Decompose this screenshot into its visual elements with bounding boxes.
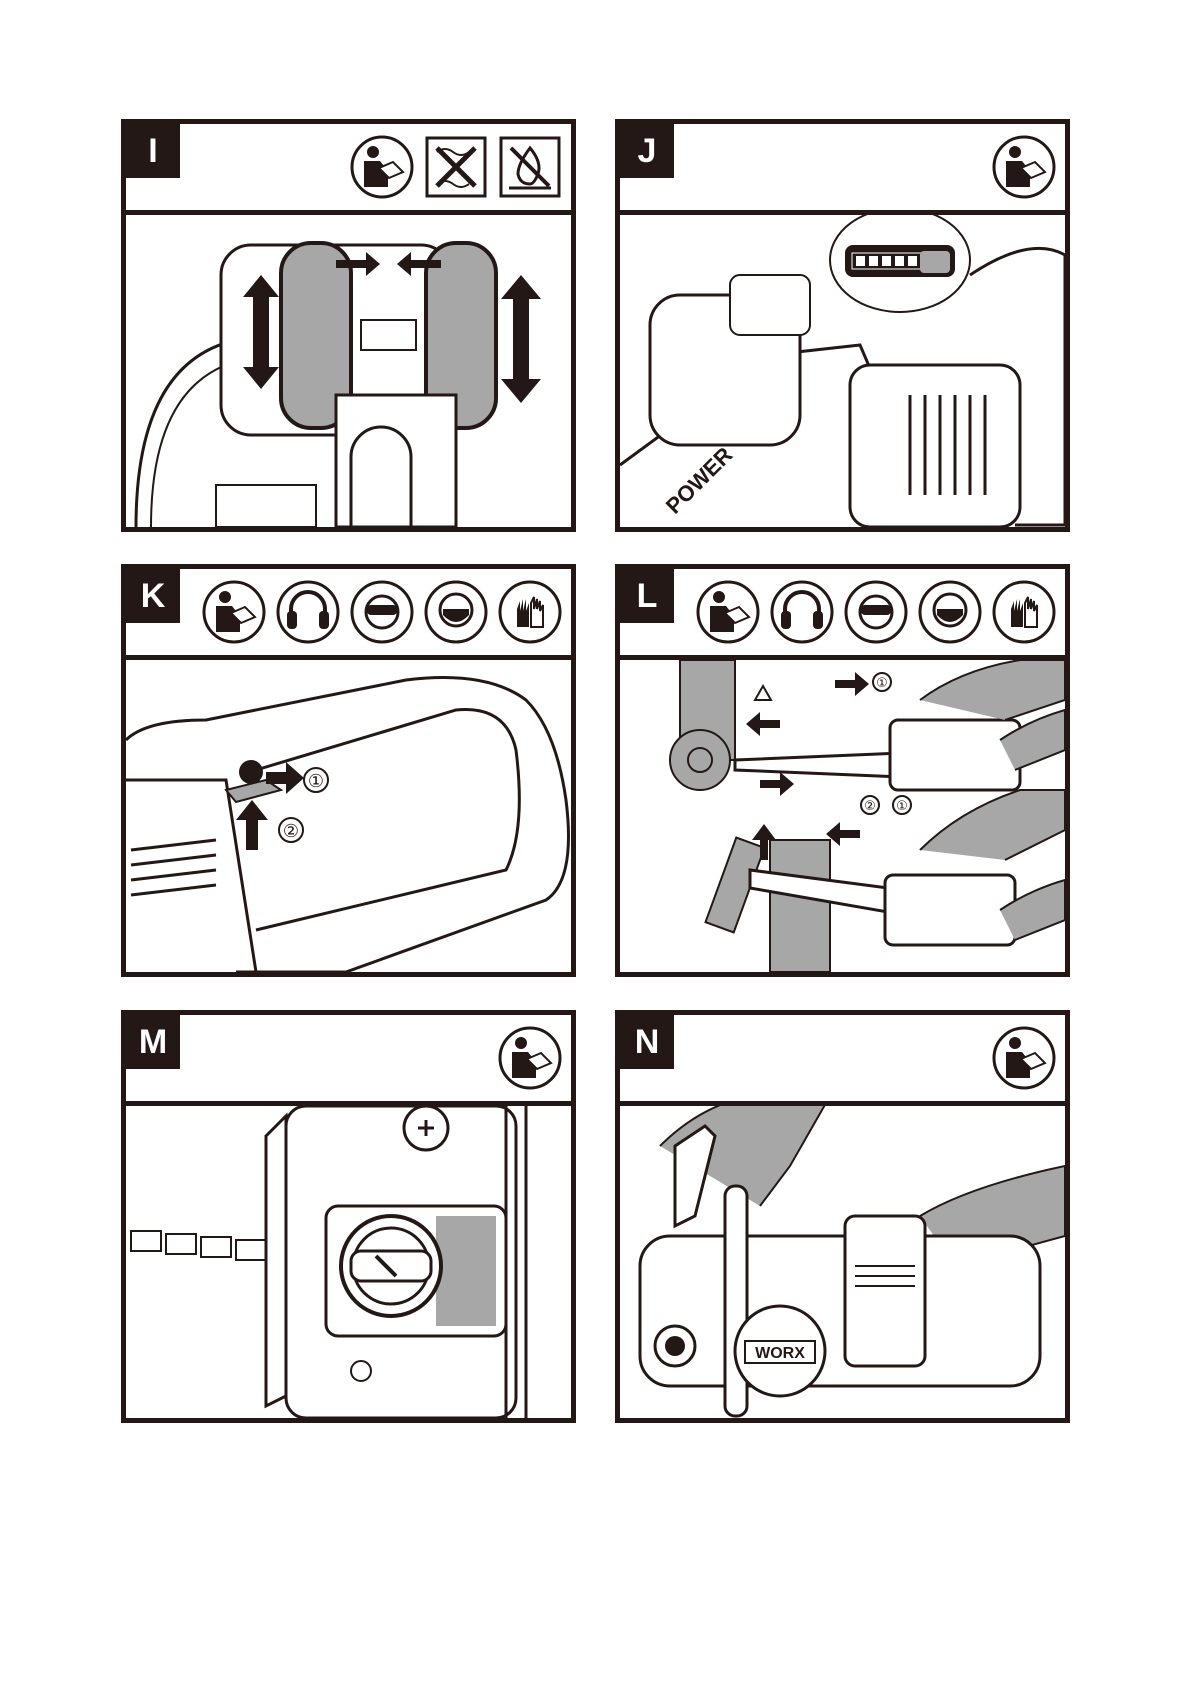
read-manual-icon bbox=[349, 134, 415, 200]
step-2-label: ② bbox=[283, 821, 299, 842]
step-2-label: ② bbox=[864, 799, 876, 814]
step-1-label-bottom: ① bbox=[896, 799, 908, 814]
eye-protection-icon bbox=[843, 579, 909, 645]
icon-row bbox=[991, 134, 1057, 200]
read-manual-icon bbox=[991, 1025, 1057, 1091]
panel-letter: N bbox=[620, 1015, 674, 1069]
panel-header: L bbox=[620, 569, 1065, 660]
no-fire-icon bbox=[497, 134, 563, 200]
chain-brake-illustration: WORX bbox=[620, 1106, 1065, 1418]
no-rain-icon bbox=[423, 134, 489, 200]
panel-header: J bbox=[620, 124, 1065, 215]
panel-letter: K bbox=[126, 569, 180, 623]
panel-i: I bbox=[121, 119, 576, 532]
panel-k: K ① ② bbox=[121, 564, 576, 977]
battery-release-illustration bbox=[126, 215, 571, 527]
read-manual-icon bbox=[695, 579, 761, 645]
dust-mask-icon bbox=[423, 579, 489, 645]
icon-row bbox=[991, 1025, 1057, 1091]
panel-m: M bbox=[121, 1010, 576, 1423]
panel-letter: J bbox=[620, 124, 674, 178]
gloves-icon bbox=[991, 579, 1057, 645]
ear-protection-icon bbox=[769, 579, 835, 645]
read-manual-icon bbox=[497, 1025, 563, 1091]
panel-header: K bbox=[126, 569, 571, 660]
dust-mask-icon bbox=[917, 579, 983, 645]
eye-protection-icon bbox=[349, 579, 415, 645]
icon-row bbox=[695, 579, 1057, 645]
read-manual-icon bbox=[991, 134, 1057, 200]
panel-header: N bbox=[620, 1015, 1065, 1106]
panel-l: L ① bbox=[615, 564, 1070, 977]
icon-row bbox=[497, 1025, 563, 1091]
panel-header: M bbox=[126, 1015, 571, 1106]
panel-j: J POWER bbox=[615, 119, 1070, 532]
brand-label: WORX bbox=[755, 1345, 805, 1362]
panel-header: I bbox=[126, 124, 571, 215]
battery-indicator-illustration: POWER bbox=[620, 215, 1065, 527]
gloves-icon bbox=[497, 579, 563, 645]
panel-letter: L bbox=[620, 569, 674, 623]
panel-letter: M bbox=[126, 1015, 180, 1069]
cutting-operation-illustration: ① ② ① bbox=[620, 660, 1065, 972]
icon-row bbox=[201, 579, 563, 645]
switch-on-illustration: ① ② bbox=[126, 660, 571, 972]
chain-tension-knob-illustration bbox=[126, 1106, 571, 1418]
panel-letter: I bbox=[126, 124, 180, 178]
panel-n: N WORX bbox=[615, 1010, 1070, 1423]
icon-row bbox=[349, 134, 563, 200]
step-1-label: ① bbox=[308, 771, 324, 792]
step-1-label-top: ① bbox=[876, 676, 888, 691]
read-manual-icon bbox=[201, 579, 267, 645]
ear-protection-icon bbox=[275, 579, 341, 645]
